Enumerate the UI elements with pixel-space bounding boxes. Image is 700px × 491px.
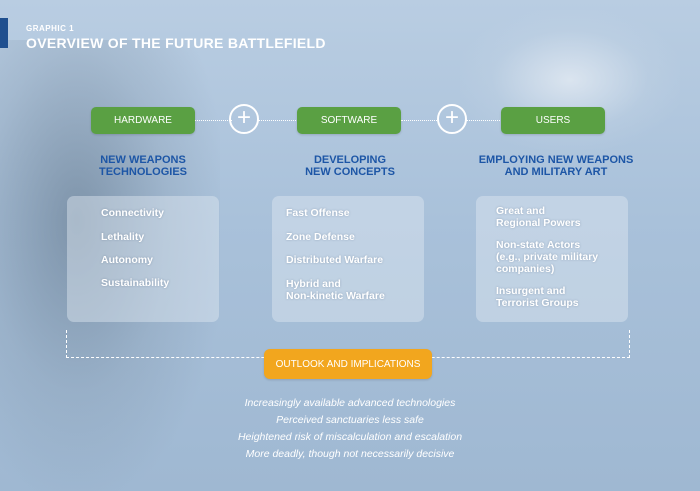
graphic-number-label: GRAPHIC 1 — [26, 24, 75, 33]
list-item: Fast Offense — [286, 207, 350, 219]
list-item: Hybrid and Non-kinetic Warfare — [286, 278, 385, 302]
list-item: Autonomy — [101, 254, 153, 266]
connector-line — [194, 120, 232, 121]
users-heading: EMPLOYING NEW WEAPONS AND MILITARY ART — [472, 154, 640, 178]
list-item: Lethality — [101, 231, 145, 243]
heading-line: TECHNOLOGIES — [98, 166, 187, 178]
hardware-panel: Connectivity Lethality Autonomy Sustaina… — [67, 196, 219, 322]
title-accent-bar — [0, 18, 8, 48]
outlook-pill: OUTLOOK AND IMPLICATIONS — [264, 349, 432, 379]
users-pill: USERS — [501, 107, 605, 134]
connector-line — [466, 120, 502, 121]
heading-line: NEW WEAPONS — [100, 154, 186, 166]
implication-line: Perceived sanctuaries less safe — [276, 414, 424, 426]
list-item: Distributed Warfare — [286, 254, 384, 266]
heading-line: AND MILITARY ART — [504, 166, 608, 178]
heading-line: NEW CONCEPTS — [305, 166, 395, 178]
software-panel: Fast Offense Zone Defense Distributed Wa… — [272, 196, 424, 322]
list-item: Non-state Actors (e.g., private military… — [496, 239, 599, 275]
connector-line — [258, 120, 298, 121]
hardware-heading: NEW WEAPONS TECHNOLOGIES — [63, 154, 223, 178]
list-item: Connectivity — [101, 207, 165, 219]
users-panel: Great and Regional Powers Non-state Acto… — [476, 196, 628, 322]
implication-line: More deadly, though not necessarily deci… — [245, 448, 455, 460]
software-heading: DEVELOPING NEW CONCEPTS — [270, 154, 430, 178]
list-item: Sustainability — [101, 277, 170, 289]
implication-line: Increasingly available advanced technolo… — [244, 397, 456, 409]
list-item: Great and Regional Powers — [496, 205, 581, 229]
graphic-title: OVERVIEW OF THE FUTURE BATTLEFIELD — [26, 35, 326, 51]
heading-line: EMPLOYING NEW WEAPONS — [478, 154, 634, 166]
implication-line: Heightened risk of miscalculation and es… — [237, 431, 463, 443]
hardware-pill: HARDWARE — [91, 107, 195, 134]
list-item: Insurgent and Terrorist Groups — [496, 285, 579, 309]
connector-line — [401, 120, 437, 121]
heading-line: DEVELOPING — [313, 154, 387, 166]
plus-icon: + — [437, 104, 467, 134]
software-pill: SOFTWARE — [297, 107, 401, 134]
list-item: Zone Defense — [286, 231, 355, 243]
plus-icon: + — [229, 104, 259, 134]
